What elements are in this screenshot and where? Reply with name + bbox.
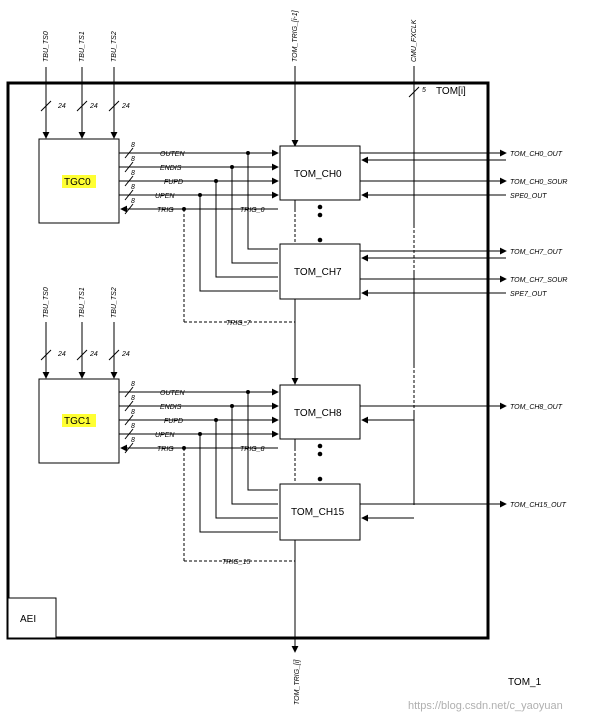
- trig-8-label: TRIG_8: [240, 446, 265, 453]
- svg-text:UPEN: UPEN: [155, 432, 175, 439]
- svg-text:8: 8: [131, 198, 135, 205]
- watermark: https://blog.csdn.net/c_yaoyuan: [408, 700, 563, 712]
- svg-text:5: 5: [422, 87, 426, 94]
- tom-trig-in-label: TOM_TRIG_[i-1]: [292, 9, 299, 62]
- tom-label: TOM[i]: [436, 86, 466, 97]
- svg-text:8: 8: [131, 156, 135, 163]
- tom-ch8-block: [279, 384, 361, 440]
- cmu-fxclk-label: CMU_FXCLK: [411, 19, 418, 62]
- svg-text:24: 24: [89, 351, 98, 358]
- aei-label: AEI: [20, 614, 36, 625]
- svg-text:ENDIS: ENDIS: [160, 404, 182, 411]
- outen-label: OUTEN: [160, 151, 185, 158]
- tgc1-signals: 8 8 8 8 8 OUTEN ENDIS FUPD UPEN TRIG TRI…: [119, 381, 295, 562]
- svg-text:24: 24: [57, 351, 66, 358]
- spe7-out: SPE7_OUT: [510, 291, 547, 298]
- svg-text:FUPD: FUPD: [164, 418, 183, 425]
- tom-ch15-label: TOM_CH15: [291, 507, 345, 518]
- tbu-inputs-mid: TBU_TS0 TBU_TS1 TBU_TS2 24 24 24: [40, 287, 130, 379]
- tom-ch15-block: [279, 483, 361, 541]
- tgc0-signals: 8 8 8 8 8 OUTEN ENDIS FUPD UPEN TRIG TRI…: [119, 142, 295, 323]
- svg-text:TBU_TS2: TBU_TS2: [111, 287, 118, 318]
- svg-text:8: 8: [131, 142, 135, 149]
- upen-label: UPEN: [155, 193, 175, 200]
- tom-ch0-sour: TOM_CH0_SOUR: [510, 179, 567, 186]
- trig-label: TRIG: [157, 207, 174, 214]
- trig-0-label: TRIG_0: [240, 207, 265, 214]
- svg-text:8: 8: [131, 437, 135, 444]
- trig-7-label: TRIG_7: [226, 320, 252, 327]
- figure-caption: TOM_1: [508, 677, 542, 688]
- tbu-ts1-label: TBU_TS1: [79, 31, 86, 62]
- tom-ch7-sour: TOM_CH7_SOUR: [510, 277, 567, 284]
- tom-trig-out-label: TOM_TRIG_[i]: [294, 659, 301, 705]
- svg-text:24: 24: [57, 103, 66, 110]
- tbu-inputs-top: TBU_TS0 TBU_TS1 TBU_TS2 24 24 24: [40, 31, 130, 139]
- tgc0-label: TGC0: [64, 177, 91, 188]
- tom-ch7-out: TOM_CH7_OUT: [510, 249, 563, 256]
- tom-ch0-block: [279, 145, 361, 201]
- tom-ch8-out: TOM_CH8_OUT: [510, 404, 563, 411]
- svg-text:TRIG: TRIG: [157, 446, 174, 453]
- tgc1-label: TGC1: [64, 416, 91, 427]
- aei-block: [7, 597, 57, 639]
- tom-ch8-label: TOM_CH8: [294, 408, 342, 419]
- fupd-label: FUPD: [164, 179, 183, 186]
- endis-label: ENDIS: [160, 165, 182, 172]
- svg-text:24: 24: [89, 103, 98, 110]
- svg-text:8: 8: [131, 170, 135, 177]
- tom-ch0-out: TOM_CH0_OUT: [510, 151, 563, 158]
- svg-text:TBU_TS0: TBU_TS0: [43, 287, 50, 318]
- svg-text:8: 8: [131, 423, 135, 430]
- svg-text:8: 8: [131, 381, 135, 388]
- svg-text:8: 8: [131, 409, 135, 416]
- trig-15-label: TRIG_15: [222, 559, 251, 566]
- svg-text:OUTEN: OUTEN: [160, 390, 185, 397]
- tom-ch7-label: TOM_CH7: [294, 267, 342, 278]
- svg-text:8: 8: [131, 395, 135, 402]
- tom-ch0-label: TOM_CH0: [294, 169, 342, 180]
- svg-text:24: 24: [121, 351, 130, 358]
- tom-ch15-out: TOM_CH15_OUT: [510, 502, 567, 509]
- tgc1-highlight: [62, 414, 96, 427]
- svg-text:TBU_TS1: TBU_TS1: [79, 287, 86, 318]
- spe0-out: SPE0_OUT: [510, 193, 547, 200]
- svg-text:8: 8: [131, 184, 135, 191]
- svg-text:24: 24: [121, 103, 130, 110]
- tbu-ts0-label: TBU_TS0: [43, 31, 50, 62]
- tbu-ts2-label: TBU_TS2: [111, 31, 118, 62]
- tgc0-highlight: [62, 175, 96, 188]
- tom-ch7-block: [279, 243, 361, 300]
